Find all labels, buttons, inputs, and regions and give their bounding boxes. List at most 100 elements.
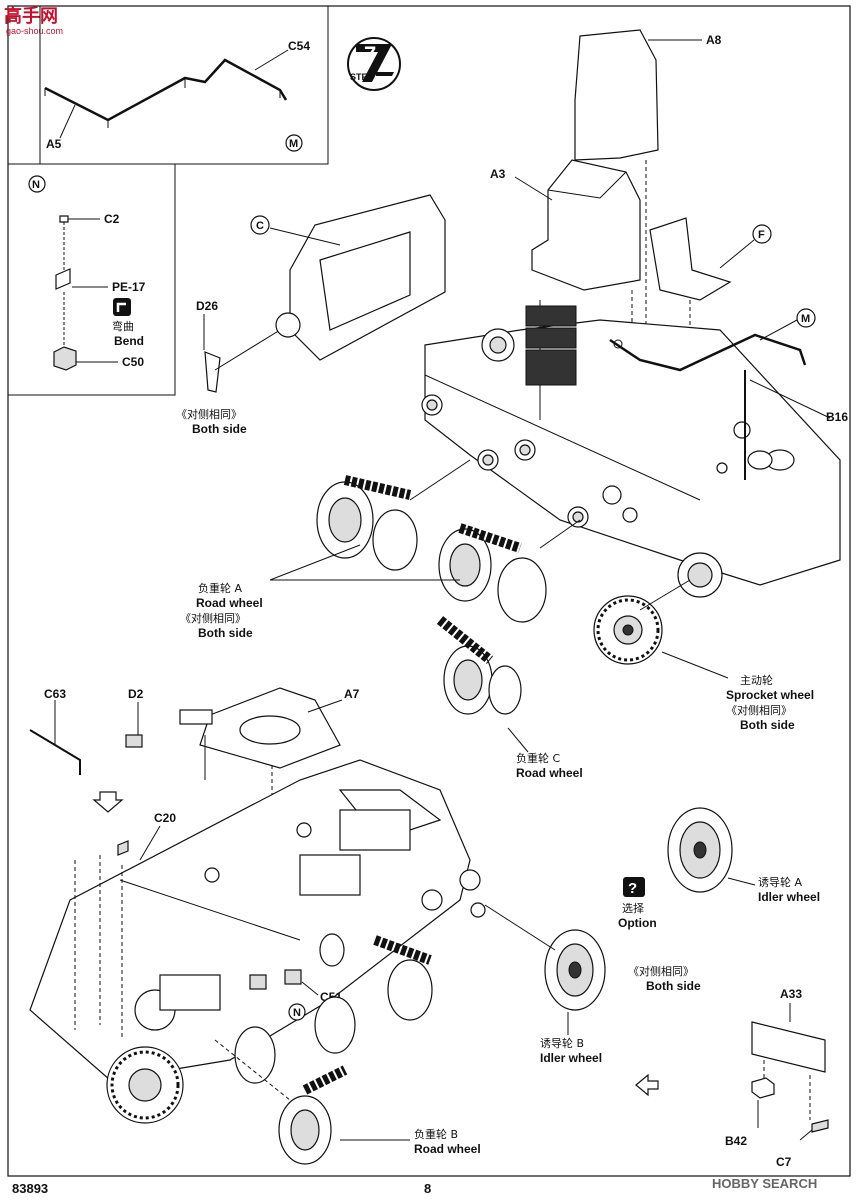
d26-both-side-cn: 《对侧相同》: [176, 407, 242, 421]
road-a-label-cn: 负重轮 A: [198, 581, 242, 595]
part-c51: [284, 969, 302, 985]
page-frame: [7, 5, 851, 1177]
marker-m-icon: [285, 134, 303, 152]
part-c20: [117, 840, 129, 856]
marker-m-icon-2: [796, 308, 816, 328]
label-c63: C63: [44, 687, 66, 701]
svg-text:N: N: [293, 1007, 301, 1019]
label-c54: C54: [288, 39, 310, 53]
bend-icon: [113, 298, 131, 316]
label-a8: A8: [706, 33, 722, 47]
part-a33: [751, 1021, 826, 1073]
label-pe17: PE-17: [112, 280, 146, 294]
sprocket-both-cn: 《对侧相同》: [726, 703, 792, 717]
inset-left-border: [8, 163, 176, 396]
label-c7: C7: [776, 1155, 792, 1169]
svg-text:C: C: [256, 220, 264, 232]
svg-text:F: F: [758, 229, 765, 241]
part-c63: [29, 729, 81, 775]
marker-n-icon: [28, 175, 46, 193]
road-wheel-c-unit: [436, 616, 522, 715]
inset-a5-c54: A5 C54 M: [39, 6, 329, 165]
svg-text:高手网: 高手网: [4, 5, 58, 27]
hull-chassis: [424, 319, 841, 586]
suspension-mounts: [421, 394, 638, 528]
page-number: 8: [424, 1181, 431, 1196]
inset-n: N C2 PE-17 弯曲 Bend C50: [8, 163, 176, 396]
part-b42: [751, 1077, 775, 1099]
marker-c-icon: [250, 215, 270, 235]
road-wheel-a-unit-1: [316, 475, 418, 571]
road-a-both-cn: 《对侧相同》: [180, 611, 246, 625]
svg-text:M: M: [801, 313, 810, 325]
sprocket-label-cn: 主动轮: [740, 673, 773, 687]
part-d26: [204, 351, 221, 393]
idler-b-label-en: Idler wheel: [540, 1051, 602, 1065]
road-wheel-b-unit: [234, 1026, 348, 1165]
label-c50: C50: [122, 355, 144, 369]
part-d2: [125, 734, 143, 748]
lower-assembly: C63 D2 A7 C20 C51 N: [29, 687, 829, 1169]
svg-text:N: N: [32, 179, 40, 191]
watermark-logo: 高手网 gao-shou.com: [4, 5, 63, 36]
label-c2: C2: [104, 212, 120, 226]
step-badge: 7 STEP: [347, 37, 401, 91]
railing-part-a5-c54: [44, 58, 288, 122]
part-a8: [574, 29, 659, 161]
label-a7: A7: [344, 687, 360, 701]
arrow-down-icon: [92, 791, 124, 813]
step-label: STEP: [350, 72, 374, 82]
svg-text:M: M: [289, 138, 298, 150]
road-c-label-en: Road wheel: [516, 766, 583, 780]
option-label-cn: 选择: [622, 901, 644, 915]
idler-wheel-a: [667, 807, 733, 893]
label-d2: D2: [128, 687, 144, 701]
tank-icon: [376, 72, 394, 76]
svg-text:7: 7: [364, 42, 376, 67]
sprocket-label-en: Sprocket wheel: [726, 688, 814, 702]
sprocket-both-en: Both side: [740, 718, 795, 732]
part-c50: [53, 346, 77, 371]
upper-assembly: A8 A3 F C D26 《对侧相同》 Both side: [176, 29, 848, 780]
label-a3: A3: [490, 167, 506, 181]
road-c-label-cn: 负重轮 C: [516, 751, 560, 765]
option-icon: [623, 877, 645, 897]
road-wheel-a-unit-2: [438, 523, 547, 623]
idler-both-cn: 《对侧相同》: [628, 964, 694, 978]
bend-label-en: Bend: [114, 334, 144, 348]
idler-a-label-cn: 诱导轮 A: [758, 875, 802, 889]
svg-text:?: ?: [628, 880, 637, 897]
kit-code: 83893: [12, 1181, 48, 1196]
option-label-en: Option: [618, 916, 657, 930]
marker-f-icon: [752, 224, 772, 244]
part-c2: [59, 215, 69, 223]
label-b42: B42: [725, 1134, 747, 1148]
label-b16: B16: [826, 410, 848, 424]
step-number-graphic: [356, 44, 392, 82]
brand-watermark: HOBBY SEARCH: [712, 1176, 817, 1191]
sprocket-wheel: [593, 595, 663, 665]
idler-b-label-cn: 诱导轮 B: [540, 1036, 584, 1050]
d26-both-side-en: Both side: [192, 422, 247, 436]
arrow-left-icon: [635, 1073, 659, 1097]
svg-text:gao-shou.com: gao-shou.com: [6, 26, 63, 36]
part-m-rail: [609, 333, 807, 372]
part-a3: [531, 159, 641, 291]
road-b-label-cn: 负重轮 B: [414, 1127, 458, 1141]
label-d26: D26: [196, 299, 218, 313]
idler-wheel-b: [544, 929, 606, 1011]
idler-a-label-en: Idler wheel: [758, 890, 820, 904]
idler-both-en: Both side: [646, 979, 701, 993]
marker-n-icon-2: [288, 1003, 306, 1021]
inset-top-border: [39, 6, 329, 165]
bend-label-cn: 弯曲: [112, 319, 134, 333]
label-a5: A5: [46, 137, 62, 151]
road-b-label-en: Road wheel: [414, 1142, 481, 1156]
label-c20: C20: [154, 811, 176, 825]
road-a-both-en: Both side: [198, 626, 253, 640]
part-c7: [811, 1119, 829, 1133]
road-a-label-en: Road wheel: [196, 596, 263, 610]
road-wheel-a-unit-lower: [314, 933, 433, 1054]
label-a33: A33: [780, 987, 802, 1001]
